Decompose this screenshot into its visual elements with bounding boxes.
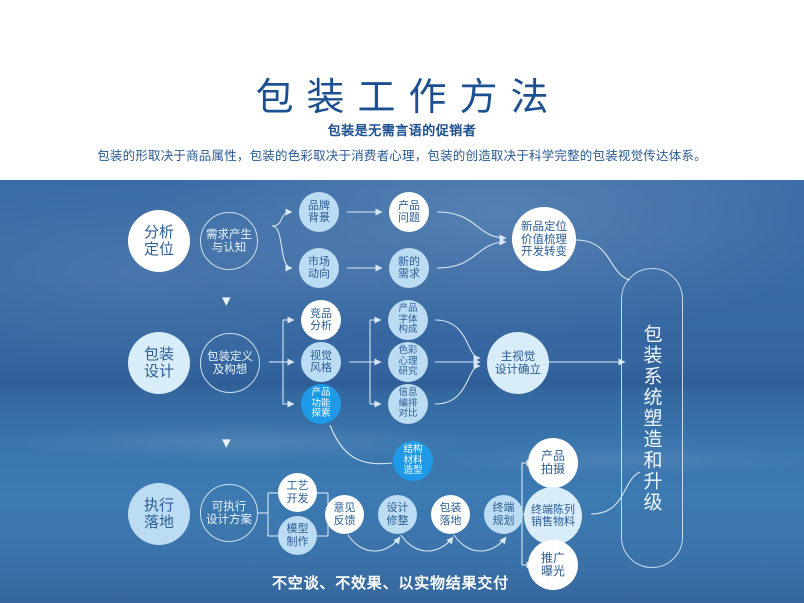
tagline: 不空谈、不效果、以实物结果交付	[272, 574, 510, 592]
branch-node-model-making[interactable]: 模型 制作	[278, 516, 317, 555]
diagram-stage: 分析 定位 需求产生 与认知 品牌 背景 市场 动向 产品 问题 新的 需求 新…	[0, 180, 804, 603]
chevron-down-icon-2: ▾	[222, 433, 231, 453]
detail-node-color-psychology[interactable]: 色彩 心理 研究	[388, 342, 428, 382]
phase-node-design[interactable]: 包装定义 及构想	[200, 333, 260, 393]
page-title: 包装工作方法	[255, 75, 562, 119]
branch-node-market-trend[interactable]: 市场 动向	[299, 248, 339, 288]
branch-node-visual-style[interactable]: 视觉 风格	[301, 342, 341, 382]
detail-node-product-problem[interactable]: 产品 问题	[389, 192, 429, 232]
result-node-new-product-positioning[interactable]: 新品定位 价值梳理 开发转变	[512, 207, 576, 271]
output-node-promotion-exposure[interactable]: 推广 曝光	[528, 540, 578, 590]
branch-node-brand-background[interactable]: 品牌 背景	[299, 192, 339, 232]
header: 包装工作方法 包装是无需言语的促销者 包装的形取决于商品属性，包装的色彩取决于消…	[0, 0, 804, 180]
detail-node-new-demand[interactable]: 新的 需求	[389, 248, 429, 288]
outcome-capsule[interactable]: 包装系统塑造和升级	[621, 268, 683, 568]
phase-node-execution[interactable]: 可执行 设计方案	[200, 484, 258, 542]
output-node-terminal-display[interactable]: 终端陈列 销售物料	[524, 487, 582, 545]
stage-node-analysis[interactable]: 分析 定位	[128, 210, 190, 272]
output-node-product-photography[interactable]: 产品 拍摄	[528, 438, 578, 488]
connector-lines	[258, 208, 641, 569]
detail-node-typography[interactable]: 产品 字体 构成	[388, 300, 428, 340]
stage-node-execution[interactable]: 执行 落地	[128, 483, 190, 545]
chain-node-packaging-landing[interactable]: 包装 落地	[431, 495, 470, 534]
result-node-main-visual[interactable]: 主视觉 设计确立	[487, 332, 549, 394]
branch-node-competitor-analysis[interactable]: 竞品 分析	[301, 300, 341, 340]
stage-node-design[interactable]: 包装 设计	[128, 332, 190, 394]
chain-node-design-revision[interactable]: 设计 修整	[378, 495, 417, 534]
chain-node-terminal-planning[interactable]: 终端 规划	[484, 495, 523, 534]
branch-node-process-development[interactable]: 工艺 开发	[278, 473, 317, 512]
phase-node-analysis[interactable]: 需求产生 与认知	[200, 212, 258, 270]
page-description: 包装的形取决于商品属性，包装的色彩取决于消费者心理，包装的创造取决于科学完整的包…	[97, 149, 707, 163]
page-subtitle: 包装是无需言语的促销者	[327, 123, 477, 138]
chevron-down-icon-1: ▾	[222, 291, 231, 311]
branch-node-product-function-exploration[interactable]: 产品 功能 探索	[301, 384, 341, 424]
chain-node-feedback[interactable]: 意见 反馈	[325, 495, 364, 534]
detail-node-information-layout[interactable]: 信息 编排 对比	[388, 384, 428, 424]
detail-node-structure-material[interactable]: 结构 材料 造型	[393, 441, 433, 481]
